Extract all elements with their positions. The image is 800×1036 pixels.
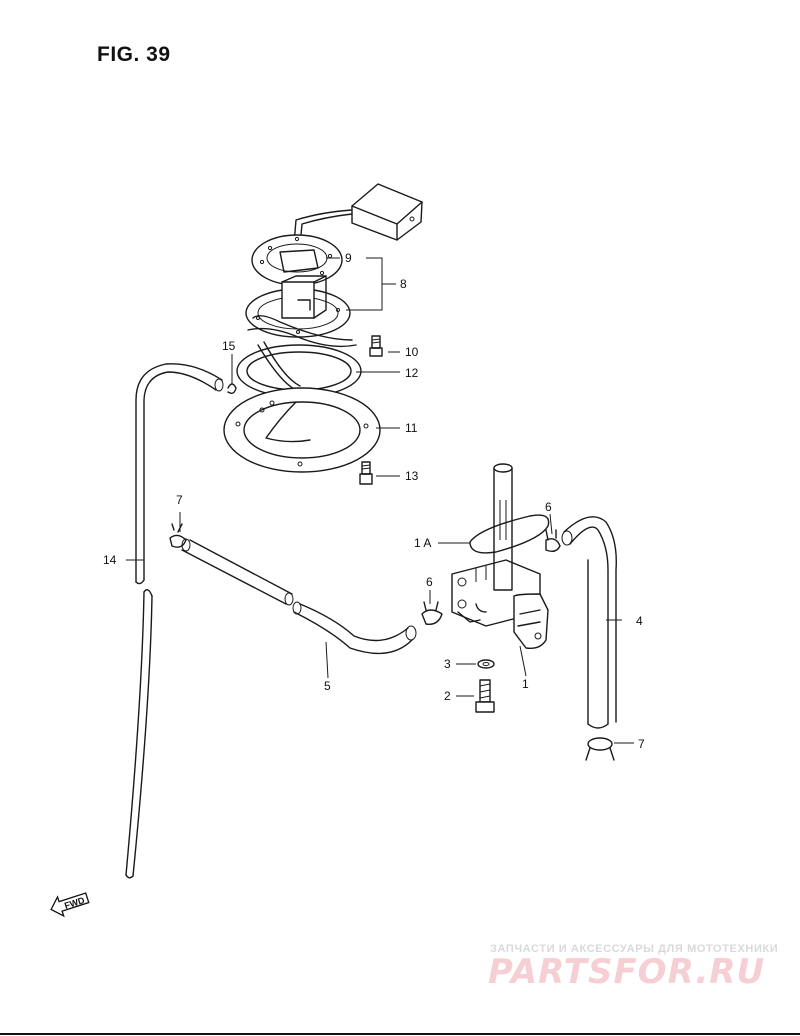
figure-title: FIG. 39 <box>97 43 171 66</box>
gasket-ring <box>236 315 362 398</box>
bolt-13 <box>359 461 373 485</box>
callout-1: 1 <box>522 677 529 691</box>
callout-6-upper: 6 <box>545 500 552 514</box>
fwd-arrow-icon: FWD <box>50 892 90 918</box>
callout-5: 5 <box>324 679 331 693</box>
fuel-gauge-upper-plate <box>251 234 343 286</box>
callout-3: 3 <box>444 657 451 671</box>
vent-hose-14 <box>125 363 224 879</box>
hose-clamp-7-left <box>169 523 187 548</box>
callout-11: 11 <box>405 421 418 435</box>
hose-clamp-6-lower <box>421 601 443 625</box>
callout-8: 8 <box>400 277 407 291</box>
hose-clamp-6-upper <box>545 529 561 553</box>
watermark-subtitle: ЗАПЧАСТИ И АКСЕССУАРЫ ДЛЯ МОТОТЕХНИКИ <box>490 943 779 955</box>
fuel-level-sender-connector <box>293 183 423 247</box>
callout-7-left: 7 <box>176 493 183 507</box>
bolt-10 <box>369 335 383 357</box>
callout-9: 9 <box>345 251 352 265</box>
screw-2 <box>475 679 495 713</box>
o-ring-1a <box>469 514 550 554</box>
fuel-hose-4 <box>561 516 617 729</box>
fuel-hose-5 <box>181 538 417 655</box>
fuel-cock-assembly <box>451 463 549 650</box>
callout-1a: 1 A <box>414 536 431 550</box>
callout-14: 14 <box>103 553 117 567</box>
callout-15: 15 <box>222 339 236 353</box>
callout-7-right: 7 <box>638 737 645 751</box>
hose-clamp-7-right <box>585 737 615 761</box>
fwd-label: FWD <box>63 895 86 911</box>
callout-2: 2 <box>444 689 451 703</box>
clip-15 <box>227 383 237 395</box>
leader-lines <box>126 257 634 744</box>
callout-10: 10 <box>405 345 419 359</box>
callout-6-lower: 6 <box>426 575 433 589</box>
sender-retaining-ring <box>223 387 381 473</box>
callout-4: 4 <box>636 614 643 628</box>
washer-3 <box>477 659 495 669</box>
callout-13: 13 <box>405 469 419 483</box>
callout-12: 12 <box>405 366 419 380</box>
watermark-brand: PARTSFOR.RU <box>488 952 766 992</box>
